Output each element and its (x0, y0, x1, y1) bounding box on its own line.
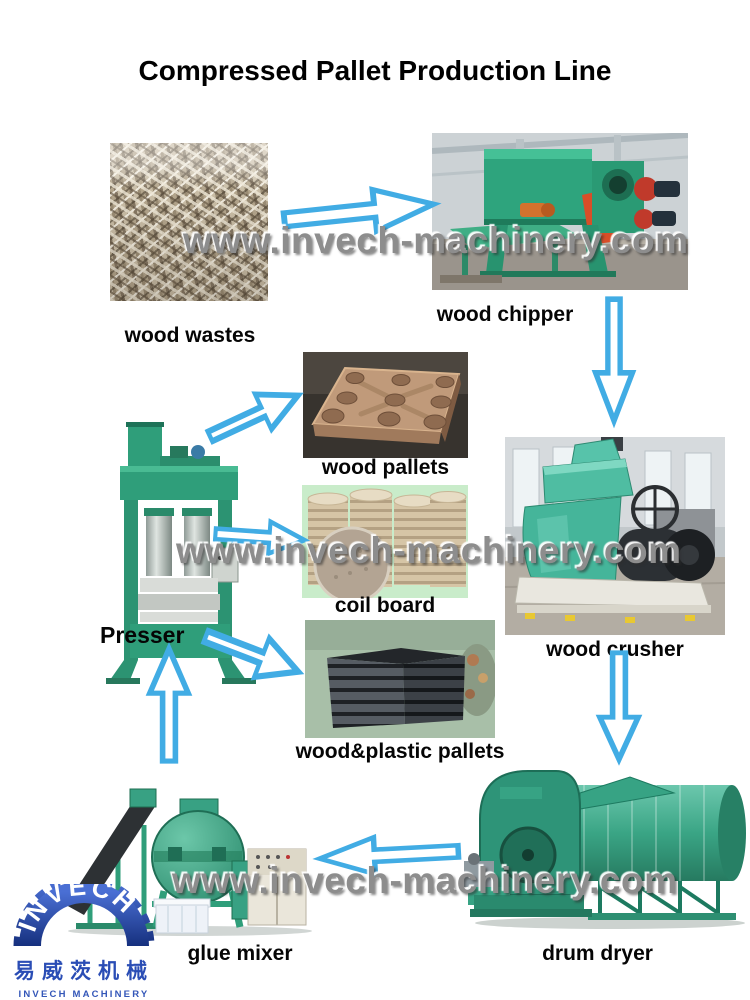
drum-dryer-label: drum dryer (542, 942, 653, 965)
watermark-text: www.invech-machinery.com (183, 220, 689, 261)
arrow-presser-to-coil-board (212, 514, 311, 560)
arrow-glue-mixer-to-presser (145, 641, 193, 764)
presser-label: Presser (100, 622, 185, 648)
glue-mixer-label: glue mixer (187, 942, 293, 965)
drum-dryer-photo (460, 763, 750, 931)
wood-wastes-label: wood wastes (124, 324, 256, 347)
wood-crusher-label: wood crusher (546, 638, 684, 661)
wood-wastes-photo (110, 143, 268, 301)
page-title: Compressed Pallet Production Line (138, 55, 612, 86)
arrow-wood-crusher-to-drum-dryer (595, 650, 643, 766)
coil-board-photo (302, 485, 468, 598)
coil-board-label: coil board (334, 594, 436, 617)
wood-crusher-photo (505, 437, 725, 635)
wood-chipper-label: wood chipper (436, 303, 574, 326)
invech-logo: INVECH 易威茨机械 INVECH MACHINERY (8, 870, 160, 1000)
arrow-presser-to-wood-pallets (197, 371, 311, 461)
watermark-text: www.invech-machinery.com (176, 530, 682, 571)
arrow-wood-wastes-to-wood-chipper (278, 178, 442, 246)
glue-mixer-photo (60, 765, 312, 937)
invech-logo-chinese: 易威茨机械 (14, 960, 154, 983)
arrow-presser-to-wood-plastic-pallets (193, 609, 310, 699)
invech-logo-subtitle: INVECH MACHINERY (18, 989, 150, 1000)
wood-plastic-pallets-label: wood&plastic pallets (295, 740, 505, 763)
watermark-text: www.invech-machinery.com (172, 860, 678, 901)
invech-logo-gear: INVECH (12, 870, 155, 947)
wood-pallets-label: wood pallets (321, 456, 450, 479)
arrow-wood-chipper-to-wood-crusher (591, 296, 637, 429)
wood-pallets-photo (303, 352, 468, 458)
wood-chipper-photo (432, 133, 688, 290)
presser-photo (98, 418, 258, 686)
wood-plastic-pallets-photo (305, 620, 495, 738)
arrow-drum-dryer-to-glue-mixer (312, 828, 463, 882)
